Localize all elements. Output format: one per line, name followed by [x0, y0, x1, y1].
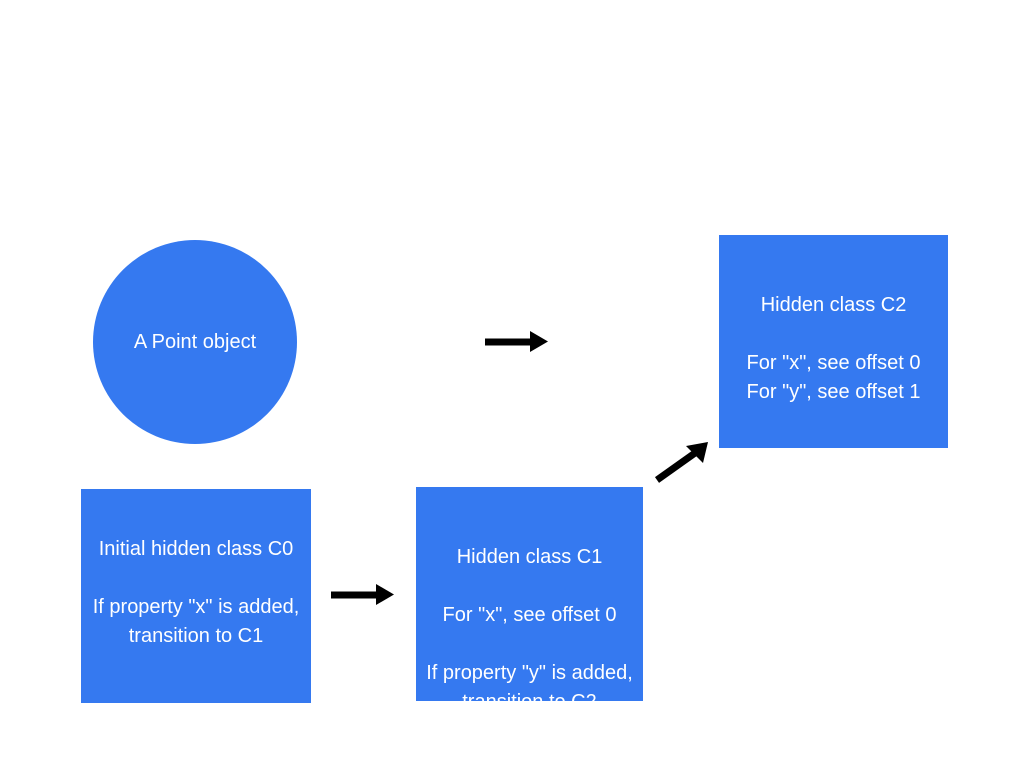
node-hidden-class-c1-label: Hidden class C1 For "x", see offset 0 If…: [426, 546, 633, 713]
node-hidden-class-c2[interactable]: Hidden class C2 For "x", see offset 0 Fo…: [719, 235, 948, 448]
node-hidden-class-c2-label: Hidden class C2 For "x", see offset 0 Fo…: [746, 294, 921, 403]
arrow-c1-to-c2: [654, 442, 708, 483]
node-point-object-label: A Point object: [133, 330, 257, 353]
arrow-c0-to-c1: [331, 584, 394, 605]
node-hidden-class-c0-label: Initial hidden class C0 If property "x" …: [92, 538, 300, 647]
node-hidden-class-c0[interactable]: Initial hidden class C0 If property "x" …: [81, 489, 311, 703]
node-point-object[interactable]: A Point object: [93, 240, 297, 444]
node-hidden-class-c1[interactable]: Hidden class C1 For "x", see offset 0 If…: [416, 487, 643, 713]
arrow-point-object-to-c2: [485, 331, 548, 352]
